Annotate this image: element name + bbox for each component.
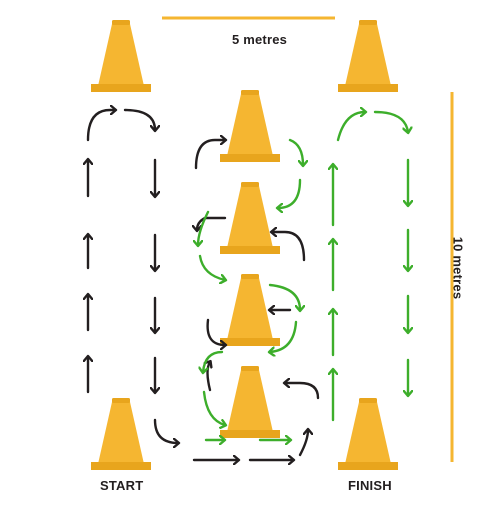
green-arrow-3 xyxy=(198,210,210,245)
cone-middle-3 xyxy=(220,274,280,346)
cone-top-left xyxy=(91,20,151,92)
start-label: START xyxy=(100,478,144,493)
green-arrow-7 xyxy=(203,350,224,372)
cone-middle-4 xyxy=(220,366,280,438)
black-arrow-bottom-curve xyxy=(153,418,178,443)
height-label: 10 metres xyxy=(450,236,466,300)
black-arrow-curve-top xyxy=(86,110,115,142)
green-arrow-curve-down xyxy=(373,110,408,132)
green-path-arrows xyxy=(198,112,408,440)
green-arrow-5 xyxy=(268,283,300,310)
cone-finish xyxy=(338,398,398,470)
cones-layer xyxy=(91,20,398,470)
green-arrow-curve-top xyxy=(336,112,365,142)
black-arrow-left-2 xyxy=(272,232,306,262)
black-arrow-slalom-4 xyxy=(208,362,211,392)
green-arrow-6 xyxy=(270,320,298,352)
black-arrow-curve-down xyxy=(123,108,155,130)
black-arrow-slalom-3 xyxy=(206,318,225,345)
finish-label: FINISH xyxy=(348,478,392,493)
cone-middle-2 xyxy=(220,182,280,254)
black-path-arrows xyxy=(86,108,320,460)
green-arrow-4 xyxy=(198,254,225,280)
green-arrow-2 xyxy=(278,178,302,208)
black-arrow-left-4 xyxy=(285,383,320,400)
width-label: 5 metres xyxy=(232,32,288,47)
cone-middle-1 xyxy=(220,90,280,162)
black-arrow-slalom-1 xyxy=(194,140,225,170)
cone-start xyxy=(91,398,151,470)
cone-top-right xyxy=(338,20,398,92)
black-arrow-bottom-up xyxy=(298,430,308,457)
green-arrow-1 xyxy=(288,138,303,165)
green-arrow-8 xyxy=(202,390,225,425)
